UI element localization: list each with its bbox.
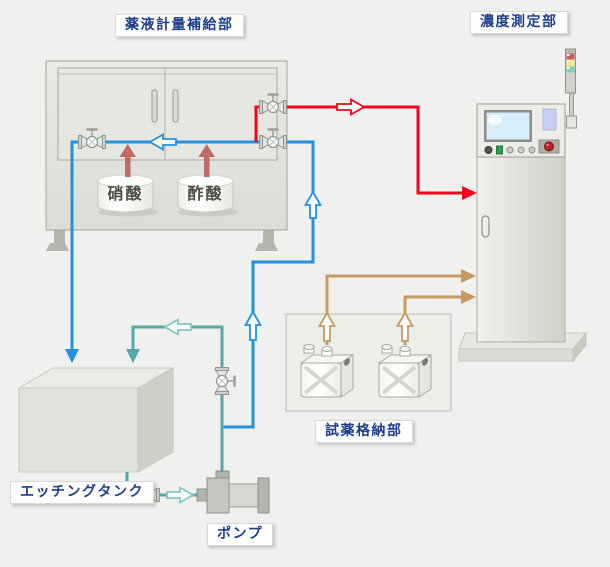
direction-arrow-red-right — [336, 97, 366, 117]
panel-button — [528, 146, 536, 154]
door-handle — [481, 215, 490, 238]
cabinet-leg — [263, 230, 274, 243]
pump-cylinder — [228, 483, 260, 508]
circulation-line-blue — [70, 140, 315, 429]
valve-icon — [214, 366, 236, 396]
can-handle — [422, 358, 428, 366]
flow-arrow-red-into-unit — [462, 186, 477, 200]
label-pump: ポンプ — [207, 523, 274, 547]
jerrycan-2 — [377, 344, 433, 398]
tower-light-yellow — [566, 59, 575, 67]
cabinet-leg — [54, 230, 65, 243]
metering-cabinet — [45, 60, 288, 251]
can-handle — [344, 358, 350, 366]
direction-arrow-tan-up-1 — [317, 311, 337, 342]
tower-light-red — [566, 53, 575, 60]
cabinet-foot — [46, 243, 69, 251]
dosing-arrow-nitric — [119, 144, 136, 177]
flow-arrow-tan-1 — [461, 269, 476, 283]
label-measurement-section: 濃度測定部 — [470, 11, 568, 35]
direction-arrow-blue-up-2 — [303, 190, 323, 219]
flow-arrow-teal-into-tank — [126, 349, 140, 363]
flow-arrow-tan-2 — [461, 290, 476, 304]
label-metering-section: 薬液計量補給部 — [115, 14, 244, 38]
jerrycan-1 — [299, 344, 355, 398]
label-nitric-acid: 硝酸 — [107, 184, 144, 203]
direction-arrow-teal-right — [166, 485, 195, 505]
pump-inlet — [196, 488, 208, 502]
tower-light-green — [566, 66, 575, 73]
signal-tower-icon — [565, 48, 577, 129]
panel-indicator-green — [496, 145, 503, 155]
direction-arrow-teal-left — [163, 317, 192, 337]
label-reagent-storage: 試薬格納部 — [315, 420, 413, 444]
pump-flange — [257, 477, 270, 514]
dosing-arrow-acetic — [198, 144, 215, 177]
door-handle — [172, 89, 179, 123]
pump-motor-block — [206, 477, 230, 514]
cabinet-foot — [255, 243, 278, 251]
flow-arrow-blue-into-tank — [65, 349, 79, 363]
pump-equipment — [196, 470, 270, 514]
red-button — [544, 141, 554, 152]
label-etching-tank: エッチングタンク — [10, 481, 154, 505]
panel-card — [542, 108, 557, 131]
door-handle — [151, 89, 158, 123]
screen-highlight — [488, 115, 502, 125]
panel-button — [506, 146, 514, 154]
direction-arrow-blue-left — [148, 132, 177, 152]
label-acetic-acid: 酢酸 — [187, 184, 224, 203]
direction-arrow-blue-up-1 — [243, 310, 263, 341]
panel-button-dark — [484, 146, 493, 154]
panel-button — [517, 146, 525, 154]
etching-tank — [17, 367, 175, 473]
red-button-highlight — [546, 143, 549, 147]
direction-arrow-tan-up-2 — [395, 311, 415, 342]
measurement-unit — [476, 103, 566, 343]
sample-line-red — [254, 105, 463, 195]
